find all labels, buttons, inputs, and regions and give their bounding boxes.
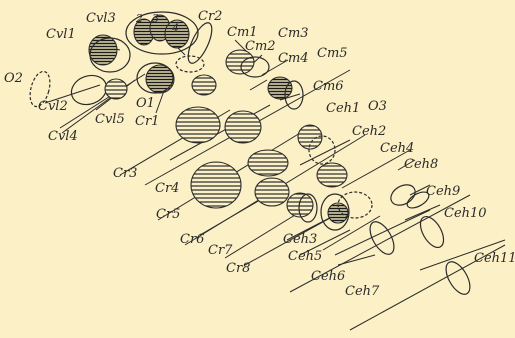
cr3-oval [176, 107, 220, 143]
cr6-oval [248, 150, 288, 176]
label-cm1: Cm1 [227, 25, 258, 40]
label-cr1: Cr1 [135, 114, 159, 129]
label-ceh6: Ceh6 [311, 269, 345, 284]
label-o3: O3 [368, 99, 387, 114]
label-cvl2: Cvl2 [38, 99, 68, 114]
label-cr5: Cr5 [156, 207, 180, 222]
label-3: 3 [152, 12, 159, 25]
label-cr8: Cr8 [226, 261, 250, 276]
cr2-oval [183, 20, 216, 67]
label-cm2: Cm2 [245, 39, 276, 54]
label-cm4: Cm4 [278, 51, 309, 66]
label-cvl5: Cvl5 [95, 112, 125, 127]
cr5-oval [191, 162, 241, 208]
label-o1: O1 [136, 96, 155, 111]
label-4: 4 [171, 22, 179, 35]
label-ceh1: Ceh1 [326, 101, 360, 116]
label-2: 2 [135, 12, 143, 25]
label-cr2: Cr2 [198, 9, 222, 24]
cm4-oval [268, 77, 292, 99]
label-cr3: Cr3 [113, 166, 137, 181]
label-cr7: Cr7 [208, 243, 233, 258]
label-ceh10: Ceh10 [444, 206, 487, 221]
cr4-oval [225, 111, 261, 143]
label-o2: O2 [4, 71, 23, 86]
label-ceh4: Ceh4 [380, 141, 414, 156]
label-ceh8: Ceh8 [404, 157, 438, 172]
label-ceh2: Ceh2 [352, 124, 386, 139]
cr1-dashed [176, 56, 204, 72]
label-cm5: Cm5 [317, 46, 348, 61]
label-ceh5: Ceh5 [288, 249, 322, 264]
label-cvl3: Cvl3 [86, 11, 116, 26]
cr1-oval [192, 75, 216, 95]
ceh2-oval [317, 163, 347, 187]
label-ceh11: Ceh11 [474, 251, 515, 266]
label-ceh3: Ceh3 [283, 232, 317, 247]
label-cr4: Cr4 [155, 181, 179, 196]
cvl5-oval [105, 79, 127, 99]
label-cm3: Cm3 [278, 26, 309, 41]
label-cvl1: Cvl1 [46, 27, 76, 42]
label-cr6: Cr6 [180, 232, 204, 247]
cr7-oval [255, 178, 289, 206]
label-ceh9: Ceh9 [426, 184, 460, 199]
label-cm6: Cm6 [313, 79, 344, 94]
label-ceh7: Ceh7 [345, 284, 380, 299]
label-cvl4: Cvl4 [48, 129, 78, 144]
